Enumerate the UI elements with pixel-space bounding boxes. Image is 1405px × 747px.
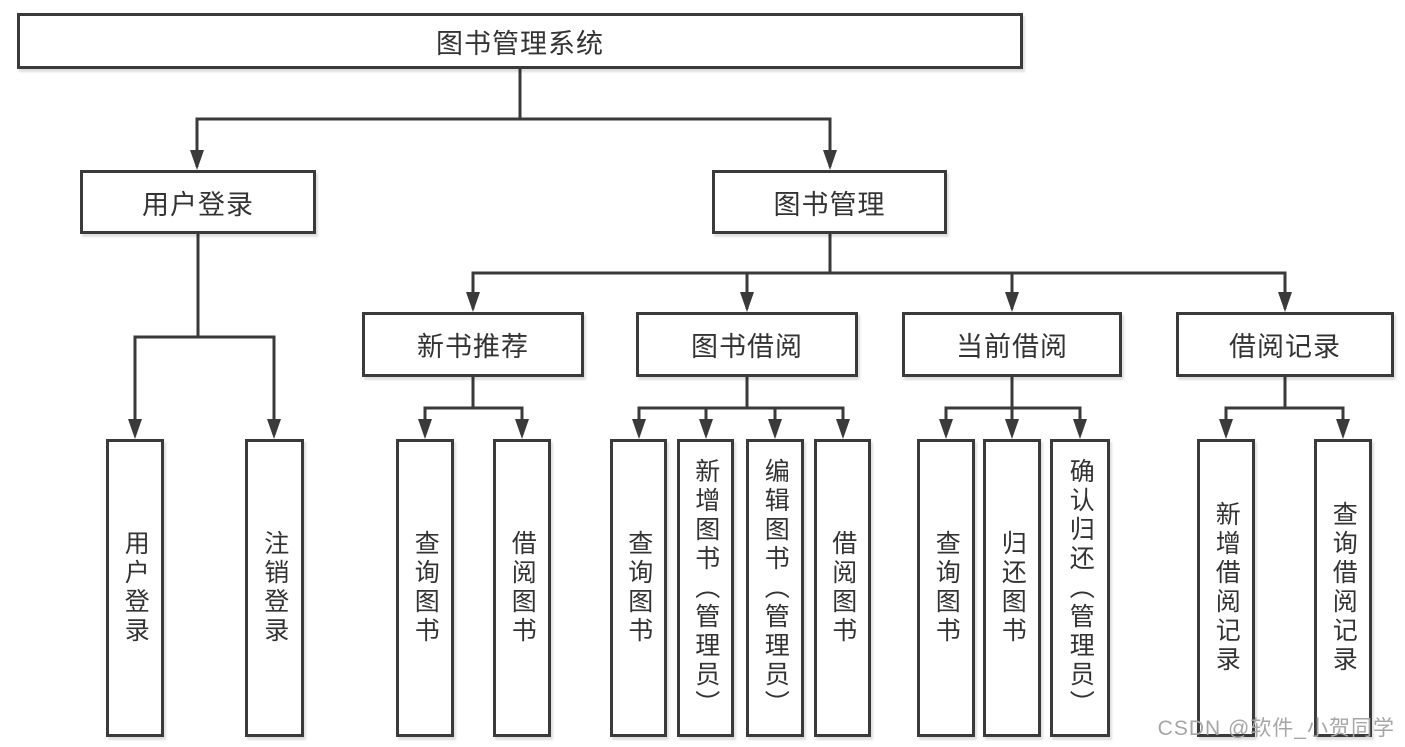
node-borrowing-records: 借阅记录 (1176, 312, 1394, 377)
wire-borrowrecords-to-leaves (1224, 375, 1345, 435)
leaf-edit-book-admin-label: 编辑图书（管理员） (761, 457, 790, 719)
leaf-query-books-recommend-label: 查询图书 (411, 530, 440, 646)
node-book-borrowing: 图书借阅 (636, 312, 858, 377)
leaf-borrow-books-recommend-label: 借阅图书 (508, 530, 537, 646)
leaf-query-books-current: 查询图书 (917, 439, 975, 737)
leaf-query-books-current-label: 查询图书 (932, 530, 961, 646)
leaf-return-books: 归还图书 (983, 439, 1041, 737)
leaf-add-borrow-record-label: 新增借阅记录 (1212, 501, 1241, 675)
leaf-add-borrow-record: 新增借阅记录 (1197, 439, 1255, 737)
leaf-borrow-books: 借阅图书 (814, 439, 871, 737)
leaf-add-book-admin: 新增图书（管理员） (677, 439, 734, 737)
wire-bookmgmt-to-level3 (471, 232, 1287, 309)
leaf-user-login: 用户登录 (106, 439, 164, 737)
leaf-query-books-borrow: 查询图书 (610, 439, 667, 737)
leaf-borrow-books-recommend: 借阅图书 (493, 439, 551, 737)
leaf-query-borrow-record: 查询借阅记录 (1314, 439, 1372, 737)
wire-bookborrow-to-leaves (637, 375, 845, 435)
wire-userlogin-to-leaves (133, 232, 276, 435)
node-library-management-system: 图书管理系统 (17, 13, 1023, 69)
node-new-book-recommendation: 新书推荐 (362, 312, 584, 377)
leaf-logout: 注销登录 (245, 439, 304, 737)
node-book-management: 图书管理 (712, 170, 947, 234)
leaf-return-books-label: 归还图书 (998, 530, 1027, 646)
leaf-confirm-return-admin-label: 确认归还（管理员） (1066, 457, 1095, 719)
wire-newbook-to-leaves (423, 375, 524, 435)
node-current-borrowing: 当前借阅 (902, 312, 1122, 377)
wire-root-to-level2 (195, 67, 832, 167)
leaf-query-borrow-record-label: 查询借阅记录 (1329, 501, 1358, 675)
leaf-borrow-books-label: 借阅图书 (828, 530, 857, 646)
leaf-user-login-label: 用户登录 (121, 530, 150, 646)
leaf-edit-book-admin: 编辑图书（管理员） (746, 439, 804, 737)
leaf-query-books-borrow-label: 查询图书 (624, 530, 653, 646)
leaf-confirm-return-admin: 确认归还（管理员） (1050, 439, 1110, 737)
leaf-query-books-recommend: 查询图书 (396, 439, 454, 737)
leaf-logout-label: 注销登录 (260, 530, 289, 646)
node-user-login: 用户登录 (80, 170, 316, 234)
leaf-add-book-admin-label: 新增图书（管理员） (691, 457, 720, 719)
csdn-watermark: CSDN @软件_小贺同学 (1157, 717, 1395, 740)
